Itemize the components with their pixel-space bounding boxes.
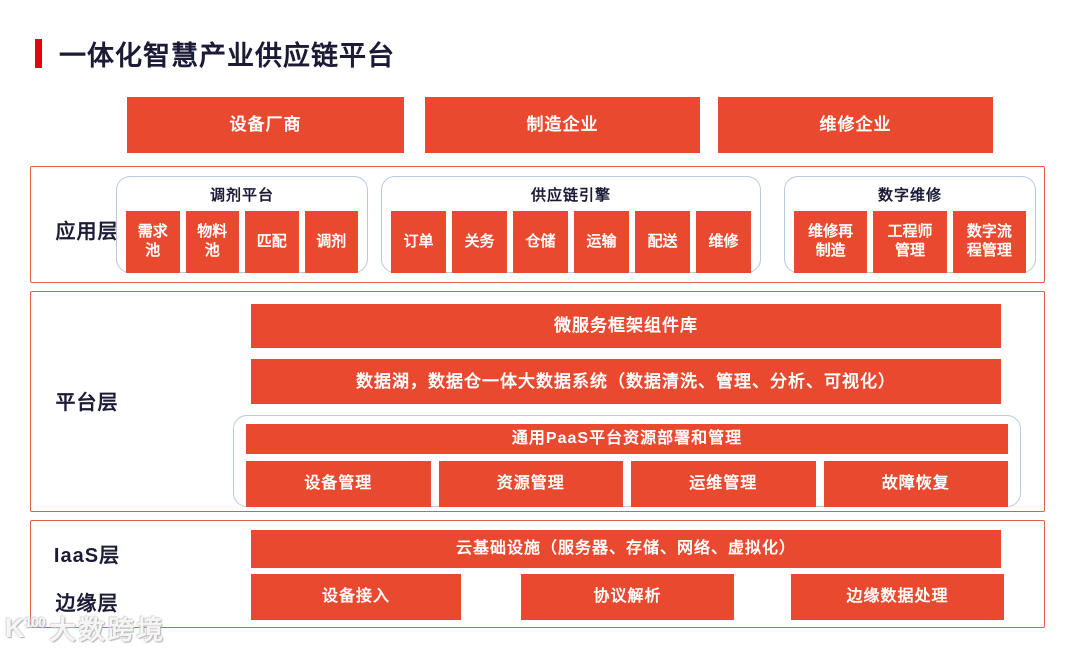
group-supply-chain-engine: 供应链引擎 订单 关务 仓储 运输 配送 维修 <box>381 176 761 273</box>
entity-block-manufacturer: 制造企业 <box>425 97 700 153</box>
application-layer-box: 应用层 调剂平台 需求 池 物料 池 匹配 调剂 供应链引擎 订单 关务 仓储 … <box>30 166 1045 283</box>
app-item-demand-pool: 需求 池 <box>126 211 180 273</box>
app-item-remanufacturing: 维修再 制造 <box>794 211 868 273</box>
paas-item-device-management: 设备管理 <box>246 461 431 507</box>
group-title: 数字维修 <box>877 187 942 204</box>
iaas-layer-label: IaaS层 <box>53 545 121 567</box>
app-item-adjustment: 调剂 <box>304 211 358 273</box>
watermark-text: 大数跨境 <box>49 615 166 645</box>
group-items: 维修再 制造 工程师 管理 数字流 程管理 <box>785 211 1035 273</box>
paas-items: 设备管理 资源管理 运维管理 故障恢复 <box>246 461 1008 507</box>
app-item-digital-process-management: 数字流 程管理 <box>952 211 1026 273</box>
page-title: 一体化智慧产业供应链平台 <box>59 40 395 71</box>
platform-layer-box: 平台层 微服务框架组件库 数据湖，数据仓一体大数据系统（数据清洗、管理、分析、可… <box>30 291 1045 512</box>
group-items: 需求 池 物料 池 匹配 调剂 <box>117 211 367 273</box>
app-item-customs: 关务 <box>452 211 507 273</box>
platform-layer-label: 平台层 <box>55 392 119 414</box>
paas-group-box: 通用PaaS平台资源部署和管理 设备管理 资源管理 运维管理 故障恢复 <box>233 415 1021 507</box>
bar-data-lake-system: 数据湖，数据仓一体大数据系统（数据清洗、管理、分析、可视化） <box>251 359 1001 404</box>
app-item-matching: 匹配 <box>245 211 299 273</box>
app-item-engineer-management: 工程师 管理 <box>873 211 947 273</box>
edge-layer-label: 边缘层 <box>55 593 119 615</box>
group-title: 调剂平台 <box>209 187 274 204</box>
app-item-material-pool: 物料 池 <box>185 211 239 273</box>
paas-item-ops-management: 运维管理 <box>631 461 816 507</box>
title-accent-bar <box>35 38 42 68</box>
group-title: 供应链引擎 <box>530 187 611 204</box>
edge-item-edge-data-processing: 边缘数据处理 <box>791 574 1004 620</box>
app-item-order: 订单 <box>391 211 446 273</box>
iaas-edge-layer-box: IaaS层 云基础设施（服务器、存储、网络、虚拟化） 边缘层 设备接入 协议解析… <box>30 520 1045 628</box>
app-item-warehousing: 仓储 <box>513 211 568 273</box>
entity-block-equipment-vendor: 设备厂商 <box>127 97 404 153</box>
bar-microservice-framework: 微服务框架组件库 <box>251 304 1001 348</box>
bar-paas-deployment-management: 通用PaaS平台资源部署和管理 <box>246 424 1008 454</box>
paas-item-resource-management: 资源管理 <box>438 461 623 507</box>
group-digital-repair: 数字维修 维修再 制造 工程师 管理 数字流 程管理 <box>784 176 1036 273</box>
paas-item-fault-recovery: 故障恢复 <box>823 461 1008 507</box>
entity-block-repair-company: 维修企业 <box>718 97 993 153</box>
bar-cloud-infrastructure: 云基础设施（服务器、存储、网络、虚拟化） <box>251 530 1001 568</box>
slide-title-row: 一体化智慧产业供应链平台 <box>35 36 395 71</box>
group-items: 订单 关务 仓储 运输 配送 维修 <box>382 211 760 273</box>
group-adjustment-platform: 调剂平台 需求 池 物料 池 匹配 调剂 <box>116 176 368 273</box>
application-layer-label: 应用层 <box>55 221 119 243</box>
edge-item-device-access: 设备接入 <box>251 574 461 620</box>
app-item-transport: 运输 <box>574 211 629 273</box>
edge-item-protocol-parsing: 协议解析 <box>521 574 734 620</box>
app-item-repair: 维修 <box>696 211 751 273</box>
app-item-delivery: 配送 <box>635 211 690 273</box>
